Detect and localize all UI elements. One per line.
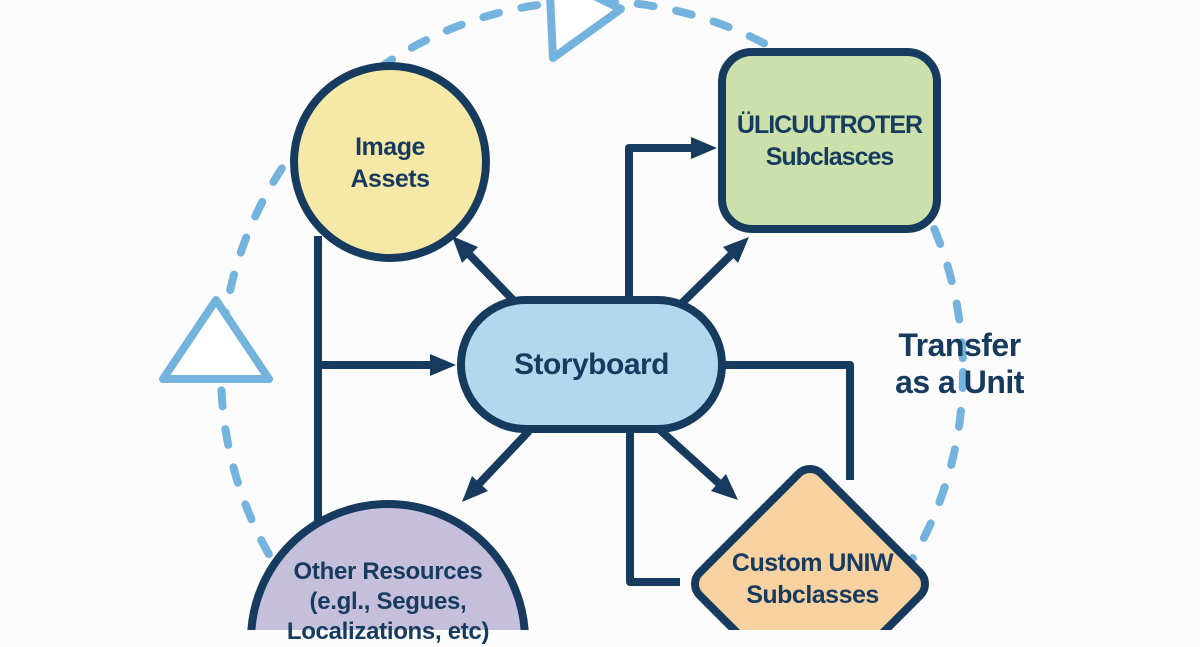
arrowhead-to-diamond-icon — [711, 474, 738, 500]
image-assets-line2: Assets — [350, 165, 431, 193]
transfer-as-unit-label: Transfer as a Unit — [852, 327, 1067, 401]
connector-storyboard-to-resources — [473, 428, 532, 490]
connector-storyboard-to-image-assets — [463, 248, 519, 306]
storyboard-text: Storyboard — [513, 348, 670, 381]
controller-subclasses-label: ÜLICUUTROTER Subclasces — [712, 109, 947, 173]
other-resources-node — [247, 500, 529, 630]
arrowhead-to-resources-icon — [462, 476, 488, 502]
connector-storyboard-bottom-elbow — [626, 429, 680, 586]
storyboard-label: Storyboard — [461, 348, 722, 382]
image-assets-label: Image Assets — [290, 131, 490, 195]
cycle-arrow-top-icon — [546, 0, 625, 62]
arrowhead-to-image-assets-icon — [452, 236, 478, 263]
image-assets-node — [290, 62, 490, 262]
connector-storyboard-right-elbow — [722, 361, 854, 480]
storyboard-node — [457, 296, 726, 433]
storyboard-diagram — [159, 0, 967, 630]
connector-storyboard-to-controller-elbow — [625, 144, 695, 299]
transfer-line1: Transfer — [898, 327, 1021, 363]
connectors — [314, 137, 854, 586]
arrowhead-into-storyboard-icon — [430, 354, 456, 376]
custom-line1: Custom UNIW — [731, 549, 894, 577]
other-resources-label: Other Resources (e.gl., Segues, Localiza… — [240, 557, 536, 647]
resources-line3: Localizations, etc) — [286, 618, 490, 645]
transfer-cycle-ring — [159, 0, 967, 630]
arrowhead-to-controller-icon — [691, 137, 717, 159]
connector-storyboard-to-controller-diagonal — [678, 248, 738, 307]
controller-line1: ÜLICUUTROTER — [736, 111, 923, 139]
nodes — [247, 48, 941, 630]
image-assets-line1: Image — [355, 133, 425, 161]
transfer-line2: as a Unit — [895, 364, 1024, 400]
resources-line1: Other Resources — [293, 558, 483, 585]
custom-subclasses-label: Custom UNIW Subclasses — [695, 547, 930, 611]
controller-line2: Subclasces — [765, 143, 895, 171]
connector-storyboard-to-diamond — [657, 427, 726, 490]
controller-subclasses-node — [718, 48, 941, 233]
arrowhead-to-controller-corner-icon — [723, 237, 749, 263]
custom-line2: Subclasses — [746, 581, 879, 609]
cycle-arrow-left-icon — [159, 296, 273, 383]
resources-line2: (e.gl., Segues, — [309, 588, 467, 615]
dashed-cycle-circle — [217, 0, 967, 630]
custom-subclasses-node — [691, 465, 929, 630]
